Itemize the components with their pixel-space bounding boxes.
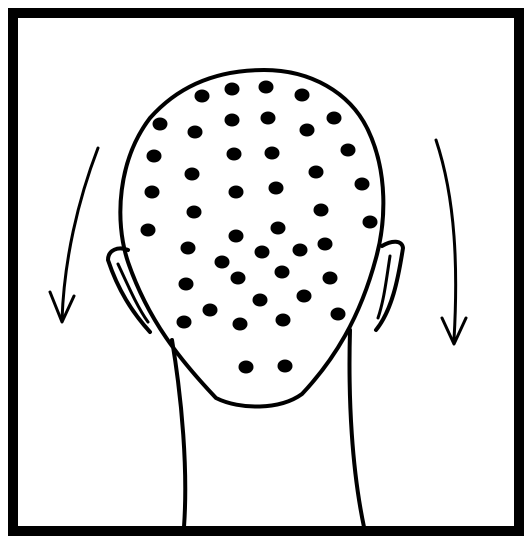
massage-point-dot — [265, 147, 280, 160]
massage-point-dot — [177, 316, 192, 329]
massage-point-dot — [253, 294, 268, 307]
massage-point-dot — [229, 186, 244, 199]
massage-point-dot — [261, 112, 276, 125]
arrow-down-left-icon — [50, 148, 98, 322]
massage-points — [141, 81, 378, 374]
massage-point-dot — [314, 204, 329, 217]
massage-point-dot — [276, 314, 291, 327]
massage-point-dot — [181, 242, 196, 255]
massage-point-dot — [318, 238, 333, 251]
massage-point-dot — [331, 308, 346, 321]
massage-point-dot — [227, 148, 242, 161]
massage-point-dot — [297, 290, 312, 303]
massage-point-dot — [229, 230, 244, 243]
massage-point-dot — [225, 83, 240, 96]
massage-point-dot — [327, 112, 342, 125]
massage-point-dot — [300, 124, 315, 137]
massage-point-dot — [188, 126, 203, 139]
massage-point-dot — [293, 244, 308, 257]
right-ear-icon — [376, 242, 403, 330]
massage-point-dot — [278, 360, 293, 373]
massage-point-dot — [269, 182, 284, 195]
neck-left-line — [172, 340, 185, 527]
massage-point-dot — [231, 272, 246, 285]
massage-point-dot — [215, 256, 230, 269]
massage-point-dot — [355, 178, 370, 191]
massage-point-dot — [203, 304, 218, 317]
neck-right-line — [350, 330, 364, 527]
massage-point-dot — [141, 224, 156, 237]
massage-point-dot — [255, 246, 270, 259]
massage-point-dot — [309, 166, 324, 179]
massage-point-dot — [363, 216, 378, 229]
massage-point-dot — [187, 206, 202, 219]
massage-point-dot — [239, 361, 254, 374]
massage-point-dot — [271, 222, 286, 235]
arrow-down-right-icon — [436, 140, 466, 344]
massage-point-dot — [179, 278, 194, 291]
massage-point-dot — [341, 144, 356, 157]
massage-point-dot — [185, 168, 200, 181]
massage-point-dot — [153, 118, 168, 131]
massage-point-dot — [147, 150, 162, 163]
massage-point-dot — [275, 266, 290, 279]
massage-point-dot — [295, 89, 310, 102]
massage-point-dot — [195, 90, 210, 103]
massage-point-dot — [233, 318, 248, 331]
massage-point-dot — [323, 272, 338, 285]
massage-point-dot — [145, 186, 160, 199]
massage-point-dot — [225, 114, 240, 127]
massage-point-dot — [259, 81, 274, 94]
